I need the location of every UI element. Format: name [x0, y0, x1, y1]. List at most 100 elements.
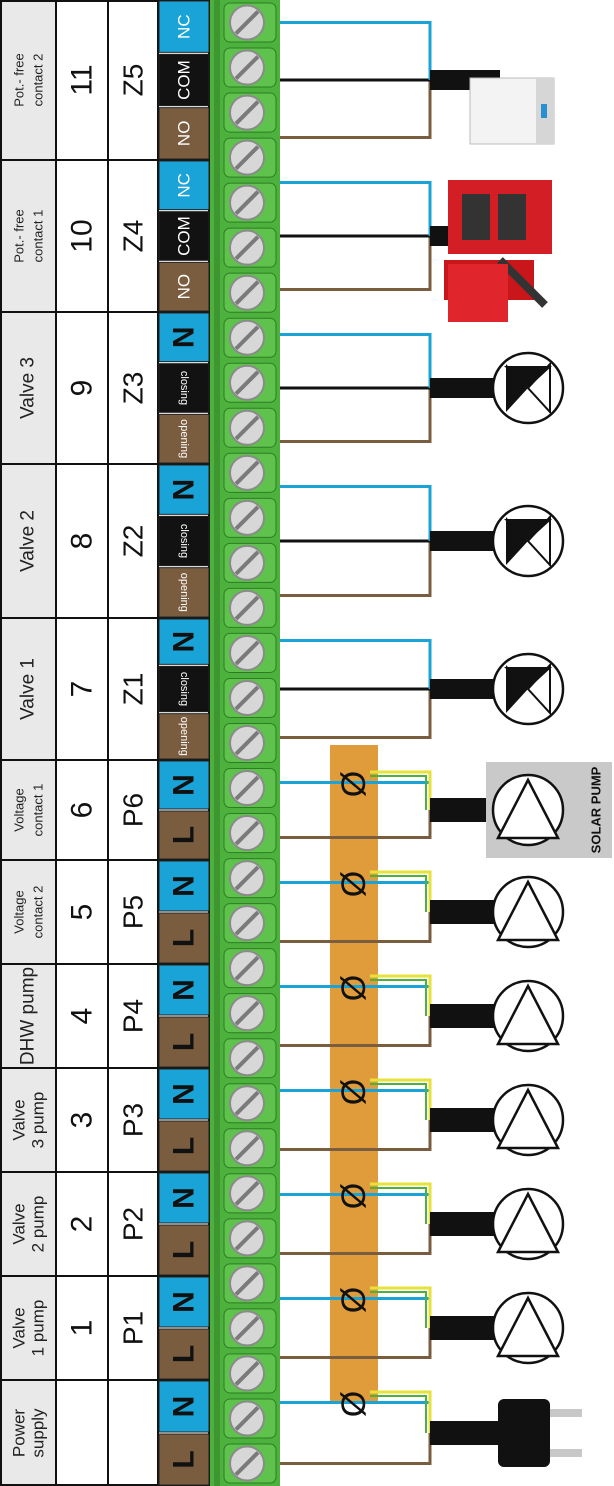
wire-earth: [370, 1182, 432, 1224]
screw-slot: [234, 325, 260, 351]
group-code: P6: [118, 793, 149, 827]
group-number: 5: [66, 904, 99, 921]
terminal-screw: [223, 1443, 277, 1484]
terminal-screw: [223, 362, 277, 403]
ground-symbol: Ø: [335, 771, 373, 797]
terminal-strip-edge: [214, 0, 220, 1486]
terminal-screw: [223, 1263, 277, 1304]
group-label: Pot.- free: [12, 53, 27, 106]
terminal-cell-n: [158, 618, 210, 665]
boiler-hopper: [448, 264, 508, 322]
terminal-cell-nc: [158, 160, 210, 211]
terminal-label: N: [168, 1187, 201, 1209]
ground-symbol: Ø: [335, 975, 373, 1001]
ground-symbol: Ø: [335, 1287, 373, 1313]
group-label: Valve 2: [18, 510, 39, 572]
wire-c: [280, 21, 432, 80]
group-label: 3 pump: [29, 1092, 48, 1149]
group-label: 2 pump: [29, 1196, 48, 1253]
solar-pump-label: SOLAR PUMP: [589, 766, 604, 853]
wire-earth-stripe: [370, 979, 427, 1016]
terminal-screw: [223, 92, 277, 133]
valve-wedge-left: [506, 517, 528, 565]
screw-slot: [234, 10, 260, 35]
terminal-screw: [223, 2, 277, 43]
wire-a: [280, 80, 432, 139]
group-number: 9: [66, 380, 99, 397]
terminal-cell-n: [158, 1068, 210, 1120]
terminal-screw: [223, 948, 277, 989]
heater-display: [541, 104, 547, 118]
group-label: Valve 3: [18, 357, 39, 419]
terminal-screw: [223, 677, 277, 718]
terminal-screw: [223, 993, 277, 1034]
plug-prong: [550, 1449, 582, 1457]
screw-slot: [234, 1270, 260, 1296]
group-code: P3: [118, 1103, 149, 1137]
ground-bar: [330, 745, 378, 1403]
screw-slot: [234, 1090, 260, 1116]
wire-a: [280, 236, 432, 291]
group-label: Voltage: [12, 788, 27, 831]
group-label: contact 2: [31, 886, 46, 939]
wire-a: [280, 541, 432, 597]
wire-earth-stripe: [370, 875, 427, 912]
screw-slot: [234, 1225, 260, 1251]
group-number: 6: [66, 802, 99, 819]
group-code: Z2: [118, 525, 149, 558]
cable: [430, 900, 500, 924]
ground-symbol: Ø: [335, 871, 373, 897]
group-number: 4: [66, 1008, 99, 1025]
terminal-label: COM: [175, 216, 194, 256]
screw-slot: [234, 955, 260, 981]
wire-earth-stripe: [370, 1291, 427, 1328]
terminal-cell-n: [158, 760, 210, 810]
terminal-cell-nc: [158, 0, 210, 53]
screw-slot: [234, 1000, 260, 1026]
group-label: Valve: [10, 1307, 29, 1348]
terminal-label: L: [168, 1137, 201, 1155]
terminal-label: L: [168, 826, 201, 844]
terminal-screw: [223, 768, 277, 809]
terminal-screw: [223, 452, 277, 493]
header-column: [0, 0, 56, 1486]
screw-slot: [234, 370, 260, 396]
terminal-label: L: [168, 1450, 201, 1468]
screw-slot: [234, 280, 260, 306]
terminal-label: L: [168, 929, 201, 947]
terminal-screw: [223, 407, 277, 448]
group-code: P4: [118, 999, 149, 1033]
terminal-screw: [223, 1128, 277, 1169]
screw-slot: [234, 685, 260, 711]
screw-slot: [234, 100, 260, 125]
terminal-screw: [223, 1038, 277, 1079]
group-label: Valve 1: [18, 658, 39, 720]
screw-slot: [234, 415, 260, 441]
valve-wedge-left: [506, 665, 528, 713]
terminal-screw: [223, 1173, 277, 1214]
wire-live: [280, 1433, 432, 1465]
cable: [430, 1212, 500, 1236]
terminal-screw: [223, 542, 277, 583]
wire-earth: [370, 1078, 432, 1120]
terminal-label: NO: [175, 121, 194, 147]
group-number: 10: [66, 219, 99, 252]
terminal-label: closing: [178, 524, 190, 558]
group-label: contact 1: [31, 784, 46, 837]
screw-slot: [234, 595, 260, 621]
terminal-cell-l: [158, 912, 210, 964]
terminal-screw: [223, 1308, 277, 1349]
wire-earth-stripe: [370, 775, 427, 810]
terminal-cell-l: [158, 1328, 210, 1380]
terminal-screw: [223, 813, 277, 854]
group-label: contact 2: [31, 54, 46, 107]
pump-triangle: [495, 777, 561, 840]
terminal-cell-n: [158, 1276, 210, 1328]
terminal-cell-com: [158, 211, 210, 261]
